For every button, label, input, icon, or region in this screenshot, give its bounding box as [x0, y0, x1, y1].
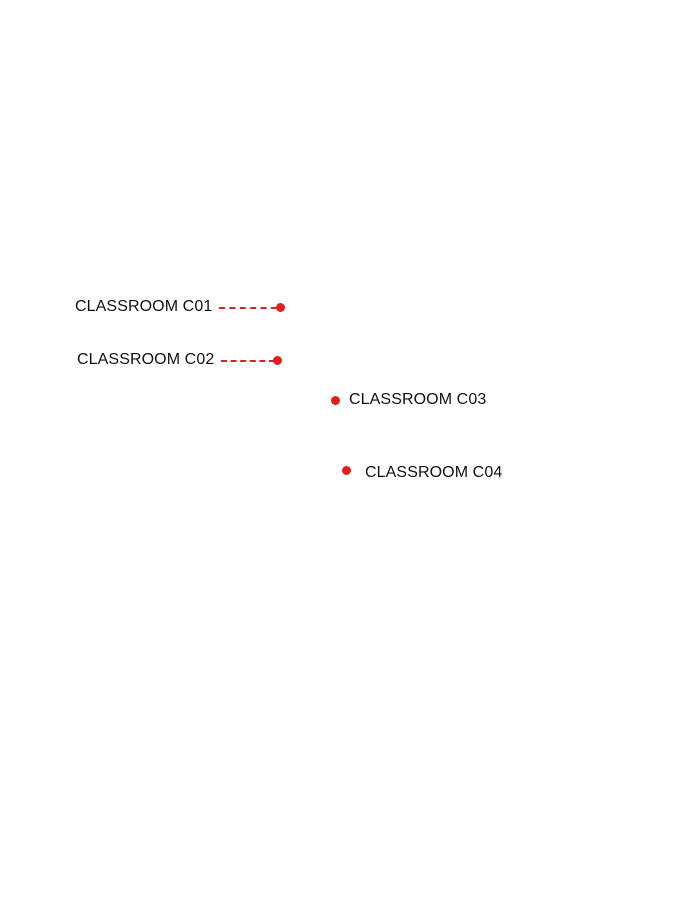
location-dot-icon[interactable]	[276, 303, 285, 312]
location-dot-icon[interactable]	[331, 396, 340, 405]
location-dot-icon[interactable]	[342, 466, 351, 475]
location-label-c03[interactable]: CLASSROOM C03	[349, 391, 487, 408]
location-label-c04[interactable]: CLASSROOM C04	[365, 464, 503, 481]
leader-line-c01	[219, 307, 277, 309]
location-dot-icon[interactable]	[273, 356, 282, 365]
leader-line-c02	[221, 360, 275, 362]
location-label-c02[interactable]: CLASSROOM C02	[77, 351, 215, 368]
location-label-c01[interactable]: CLASSROOM C01	[75, 298, 213, 315]
